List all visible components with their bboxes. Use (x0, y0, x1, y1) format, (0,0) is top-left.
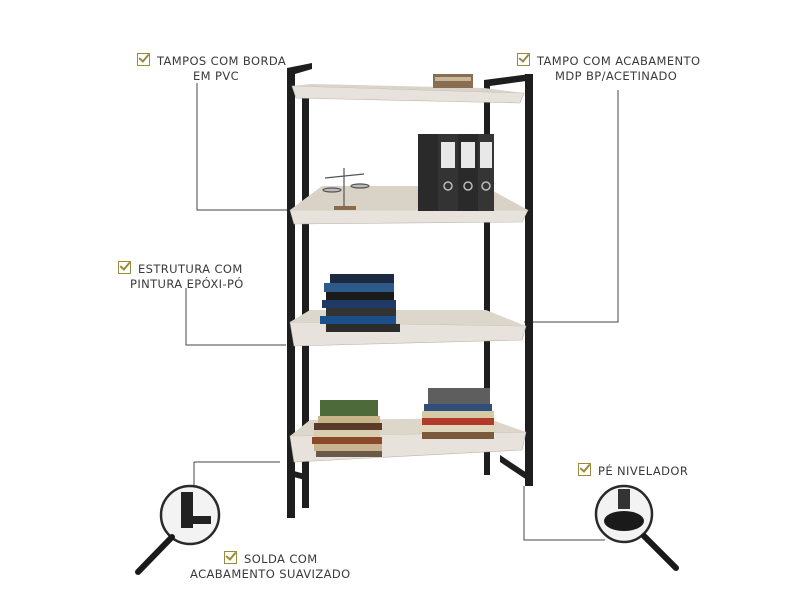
check-icon (118, 261, 131, 274)
callout-line: TAMPOS COM BORDA (157, 54, 287, 68)
callout-tampos-borda: TAMPOS COM BORDA EM PVC (137, 53, 286, 84)
shelf-3 (289, 321, 527, 347)
callout-estrutura: ESTRUTURA COM PINTURA EPÓXI-PÓ (118, 261, 244, 292)
books-shelf-4-left (312, 400, 382, 457)
check-icon (224, 551, 237, 564)
callout-line: PINTURA EPÓXI-PÓ (130, 277, 244, 291)
top-shelf-box (433, 74, 473, 88)
scale-decor (322, 168, 370, 210)
books-shelf-4-right (420, 388, 496, 439)
callout-line: ESTRUTURA COM (138, 262, 243, 276)
callout-pe-nivelador: PÉ NIVELADOR (578, 463, 688, 479)
check-icon (137, 53, 150, 66)
callout-solda: SOLDA COM ACABAMENTO SUAVIZADO (190, 551, 351, 582)
leader-lines (185, 83, 619, 541)
binders (418, 134, 494, 211)
callout-line: PÉ NIVELADOR (598, 464, 689, 478)
callout-tampo-acabamento: TAMPO COM ACABAMENTO MDP BP/ACETINADO (517, 53, 700, 84)
check-icon (517, 53, 530, 66)
shelf-2 (289, 209, 529, 225)
callout-line: TAMPO COM ACABAMENTO (537, 54, 701, 68)
books-shelf-3 (320, 274, 400, 332)
check-icon (578, 463, 591, 476)
weld-magnifier (135, 484, 221, 575)
callout-line: MDP BP/ACETINADO (555, 69, 678, 83)
frame (287, 63, 533, 518)
callout-line: SOLDA COM (244, 552, 318, 566)
callout-line: ACABAMENTO SUAVIZADO (190, 567, 351, 581)
leveling-foot-magnifier (594, 484, 679, 571)
callout-line: EM PVC (193, 69, 240, 83)
